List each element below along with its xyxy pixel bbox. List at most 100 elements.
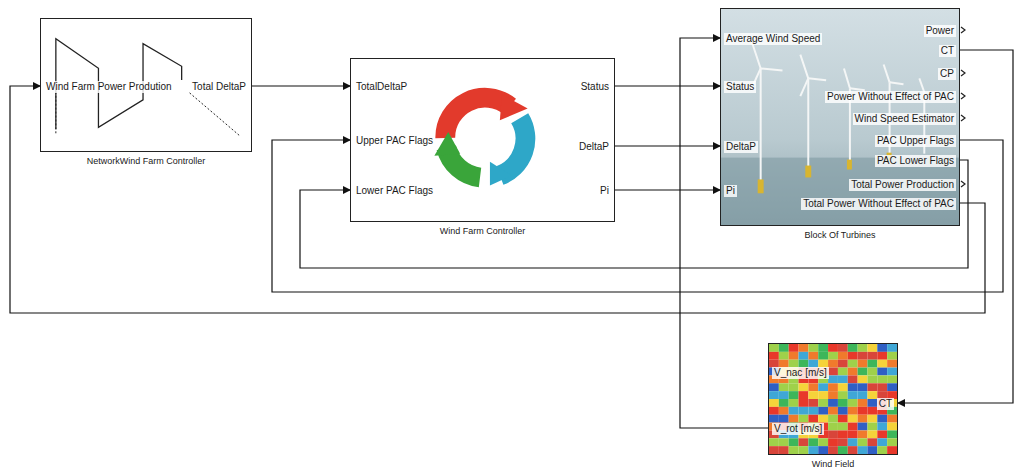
heatmap-cell <box>838 423 848 431</box>
heatmap-cell <box>877 438 887 446</box>
heatmap-cell <box>799 399 809 407</box>
heatmap-cell <box>848 415 858 423</box>
heatmap-cell <box>877 344 887 352</box>
heatmap-cell <box>808 399 818 407</box>
heatmap-cell <box>799 352 809 360</box>
port-label: CP <box>938 68 956 80</box>
port-label: Upper PAC Flags <box>354 135 435 147</box>
heatmap-cell <box>828 368 838 376</box>
heatmap-cell <box>779 407 789 415</box>
port-label: Pi <box>724 185 737 197</box>
heatmap-cell <box>808 352 818 360</box>
heatmap-cell <box>848 446 858 454</box>
heatmap-cell <box>848 375 858 383</box>
port-label: CT <box>877 398 894 410</box>
heatmap-cell <box>887 446 897 454</box>
signal-line <box>615 189 720 190</box>
heatmap-cell <box>769 352 779 360</box>
heatmap-cell <box>848 352 858 360</box>
heatmap-cell <box>828 407 838 415</box>
heatmap-cell <box>877 352 887 360</box>
heatmap-cell <box>858 430 868 438</box>
heatmap-cell <box>828 438 838 446</box>
heatmap-cell <box>887 352 897 360</box>
heatmap-cell <box>867 430 877 438</box>
heatmap-cell <box>877 430 887 438</box>
heatmap-cell <box>769 415 779 423</box>
port-label: Wind Farm Power Prodution <box>44 81 174 93</box>
heatmap-cell <box>838 430 848 438</box>
heatmap-cell <box>848 399 858 407</box>
heatmap-cell <box>769 383 779 391</box>
heatmap-cell <box>848 383 858 391</box>
heatmap-cell <box>887 368 897 376</box>
heatmap-cell <box>818 399 828 407</box>
heatmap-cell <box>887 438 897 446</box>
heatmap-cell <box>828 423 838 431</box>
heatmap-cell <box>867 438 877 446</box>
heatmap-cell <box>867 415 877 423</box>
heatmap-cell <box>858 399 868 407</box>
heatmap-cell <box>828 399 838 407</box>
heatmap-cell <box>877 375 887 383</box>
heatmap-cell <box>779 352 789 360</box>
wind-field-block: V_nac [m/s]CTV_rot [m/s]Wind Field <box>768 343 898 455</box>
heatmap-cell <box>828 375 838 383</box>
heatmap-cell <box>808 391 818 399</box>
heatmap-cell <box>858 423 868 431</box>
heatmap-cell <box>887 430 897 438</box>
heatmap-cell <box>838 415 848 423</box>
heatmap-cell <box>799 391 809 399</box>
port-label: PAC Upper Flags <box>875 135 956 147</box>
heatmap-cell <box>867 344 877 352</box>
heatmap-cell <box>867 360 877 368</box>
port-label: Total DeltaP <box>190 81 248 93</box>
heatmap-cell <box>838 360 848 368</box>
heatmap-cell <box>838 375 848 383</box>
port-label: V_nac [m/s] <box>772 367 829 379</box>
heatmap-cell <box>789 344 799 352</box>
heatmap-cell <box>828 446 838 454</box>
heatmap-cell <box>818 415 828 423</box>
heatmap-cell <box>799 344 809 352</box>
heatmap-cell <box>769 391 779 399</box>
heatmap-cell <box>799 446 809 454</box>
heatmap-cell <box>828 352 838 360</box>
block-caption: Block Of Turbines <box>802 229 877 241</box>
heatmap-cell <box>799 383 809 391</box>
heatmap-cell <box>838 391 848 399</box>
heatmap-cell <box>799 438 809 446</box>
heatmap-cell <box>848 438 858 446</box>
heatmap-cell <box>877 368 887 376</box>
port-label: DeltaP <box>577 141 611 153</box>
heatmap-cell <box>867 368 877 376</box>
heatmap-cell <box>877 415 887 423</box>
port-label: Lower PAC Flags <box>354 185 435 197</box>
heatmap-cell <box>867 423 877 431</box>
controller-block: Wind Farm Power ProdutionTotal DeltaPNet… <box>40 18 252 152</box>
heatmap-cell <box>789 407 799 415</box>
heatmap-cell <box>887 415 897 423</box>
heatmap-cell <box>769 438 779 446</box>
heatmap-cell <box>838 344 848 352</box>
heatmap-cell <box>789 352 799 360</box>
heatmap-cell <box>799 407 809 415</box>
heatmap-cell <box>848 360 858 368</box>
heatmap-cell <box>808 407 818 415</box>
heatmap-cell <box>867 352 877 360</box>
heatmap-cell <box>808 438 818 446</box>
block-caption: Wind Field <box>810 458 857 470</box>
heatmap-cell <box>858 446 868 454</box>
port-label: Total Power Without Effect of PAC <box>801 198 956 210</box>
heatmap-cell <box>858 344 868 352</box>
heatmap-cell <box>769 344 779 352</box>
port-label: Power Without Effect of PAC <box>825 91 956 103</box>
heatmap-cell <box>789 415 799 423</box>
heatmap-cell <box>838 446 848 454</box>
heatmap-cell <box>808 415 818 423</box>
heatmap-cell <box>877 360 887 368</box>
heatmap-cell <box>838 399 848 407</box>
heatmap-cell <box>887 360 897 368</box>
port-label: TotalDeltaP <box>354 81 409 93</box>
port-label: Wind Speed Estimator <box>853 113 957 125</box>
